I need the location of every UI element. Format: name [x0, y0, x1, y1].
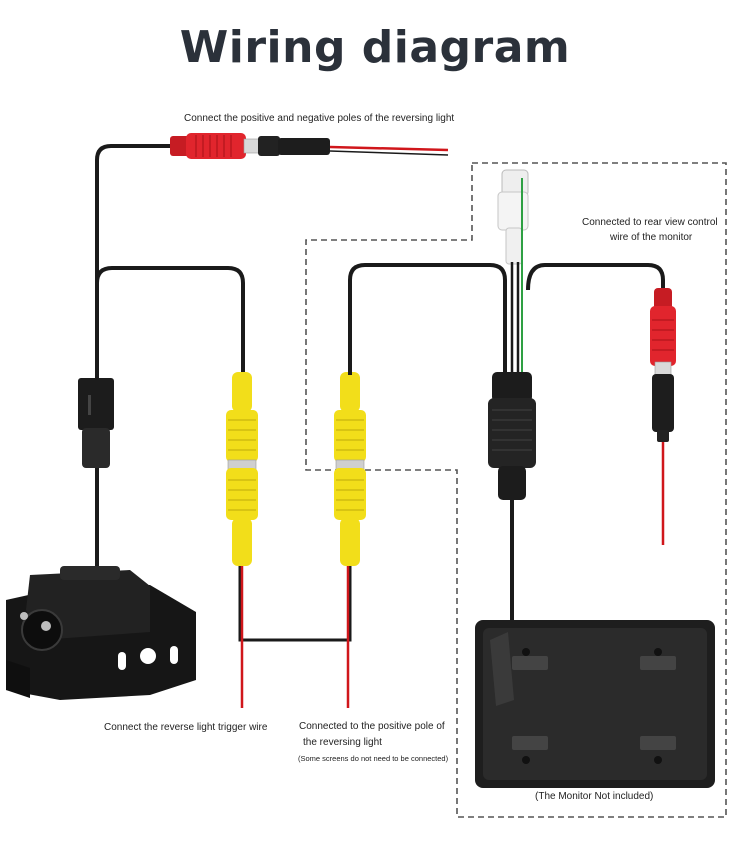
label-rear-view-control-line2: wire of the monitor	[610, 232, 693, 243]
white-rca-connector	[497, 169, 529, 265]
page-title: Wiring diagram	[179, 22, 571, 73]
label-rear-view-control-line1: Connected to rear view control	[582, 217, 718, 228]
monitor-back	[475, 620, 715, 788]
label-monitor-note: (The Monitor Not included)	[535, 791, 654, 802]
rear-view-control-cable	[526, 263, 665, 291]
power-cable	[95, 144, 172, 380]
rca-link-cable	[238, 566, 352, 642]
monitor-region-border	[305, 162, 727, 818]
backup-camera	[6, 566, 196, 700]
label-reverse-trigger: Connect the reverse light trigger wire	[104, 722, 268, 733]
rear-view-red-connector	[650, 288, 676, 442]
reversing-light-red-wire	[329, 145, 449, 152]
y-splitter-connector	[488, 372, 536, 500]
reversing-light-black-wire	[329, 150, 449, 156]
yellow-rca-left	[226, 372, 258, 566]
label-positive-pole-line2: the reversing light	[303, 737, 382, 748]
label-positive-pole-line1: Connected to the positive pole of	[299, 721, 445, 732]
splitter-wires	[510, 262, 520, 375]
video-cable-right	[348, 263, 507, 375]
black-aviation-connector	[78, 378, 114, 468]
label-reversing-light-poles: Connect the positive and negative poles …	[184, 113, 455, 124]
yellow-rca-right	[334, 372, 366, 566]
dc-connector-top	[170, 133, 330, 159]
label-positive-pole-note: (Some screens do not need to be connecte…	[298, 754, 449, 763]
video-cable-left	[95, 266, 245, 380]
